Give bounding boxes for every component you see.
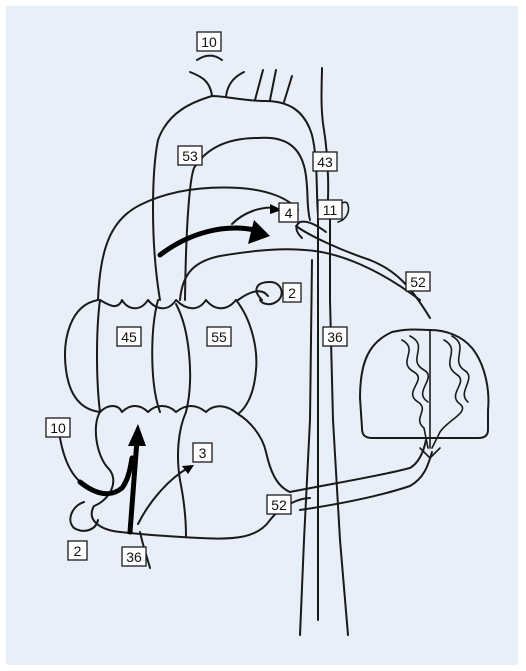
chamber-45-outline <box>65 300 100 412</box>
label-4-text: 4 <box>285 205 293 221</box>
label-53: 53 <box>178 146 202 165</box>
lower-atrium-outline <box>92 412 310 539</box>
flow-arrow-bottom <box>130 440 137 532</box>
branch-mid-3 <box>284 76 292 102</box>
descending-aorta-wall <box>330 215 348 635</box>
lower-vessel-bottom <box>300 452 432 510</box>
label-10-left-text: 10 <box>50 420 66 436</box>
label-2-right-text: 2 <box>288 285 296 301</box>
label-3-text: 3 <box>199 445 207 461</box>
label-52-bottom: 52 <box>267 495 291 514</box>
label-4: 4 <box>279 203 298 222</box>
label-36-mid-text: 36 <box>327 329 343 345</box>
label-55-text: 55 <box>211 329 227 345</box>
label-52-top-text: 52 <box>410 274 426 290</box>
chamber-55-mid <box>176 304 190 412</box>
right-organ-outline <box>360 330 488 439</box>
branch-mid-1 <box>255 70 263 100</box>
flow-arrow-top-head <box>248 220 270 244</box>
label-36-bottom: 36 <box>122 547 146 566</box>
label-53-text: 53 <box>182 148 198 164</box>
lower-vessel-top <box>290 440 426 492</box>
descending-aorta-right <box>322 68 329 215</box>
chamber-scallop-bottom <box>100 406 238 414</box>
label-10-top: 10 <box>197 32 221 51</box>
label-52-top: 52 <box>406 272 430 291</box>
aortic-arch-outer <box>153 96 318 620</box>
label-10-left: 10 <box>46 418 70 437</box>
label-10-top-text: 10 <box>201 34 217 50</box>
right-ear-loop <box>256 282 281 304</box>
label-2-right: 2 <box>283 283 301 302</box>
label-2-bottom-text: 2 <box>74 543 82 559</box>
right-organ-wave-1 <box>402 340 428 448</box>
label-36-mid: 36 <box>323 327 347 346</box>
chamber-55-outer <box>238 291 268 300</box>
chamber-55-left <box>152 300 160 412</box>
chamber-scallop-top <box>100 300 236 308</box>
label-11: 11 <box>318 200 342 219</box>
flow-arrow-top <box>160 228 255 255</box>
label-43-text: 43 <box>317 154 333 170</box>
right-organ-wave-4 <box>452 336 469 402</box>
right-organ-wave-3 <box>432 340 463 448</box>
label-45-text: 45 <box>121 329 137 345</box>
label-36-bottom-text: 36 <box>126 549 142 565</box>
label-3: 3 <box>193 443 212 462</box>
pulmonary-trunk-outer <box>98 188 298 300</box>
descending-aorta-left <box>300 260 312 635</box>
branch-left <box>190 72 212 96</box>
thin-arrow-3 <box>138 468 188 524</box>
label-45: 45 <box>117 327 141 346</box>
flow-arrow-left <box>80 458 132 494</box>
flow-arrow-bottom-head <box>128 424 146 446</box>
branch-mid-2 <box>270 70 276 100</box>
label-11-text: 11 <box>323 202 338 218</box>
label-52-bottom-text: 52 <box>271 497 287 513</box>
chamber-55-right <box>236 300 256 414</box>
ductus-top-curve <box>197 56 222 61</box>
branch-left-2 <box>226 72 244 96</box>
left-inlet-curve <box>60 438 86 486</box>
lower-atrium-right <box>238 414 290 492</box>
label-2-bottom: 2 <box>68 541 87 560</box>
label-43: 43 <box>313 152 337 171</box>
label-55: 55 <box>207 327 231 346</box>
chamber-45-right <box>97 300 100 412</box>
